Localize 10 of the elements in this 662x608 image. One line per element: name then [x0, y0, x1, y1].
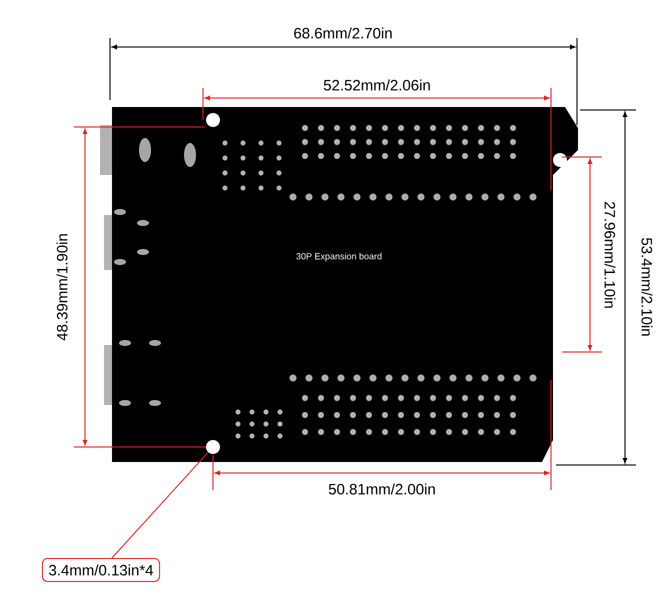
dimension-label: 52.52mm/2.06in: [324, 80, 430, 90]
dimension-label: 53.4mm/2.10in: [642, 238, 652, 336]
dimension-label: 27.96mm/1.10in: [604, 202, 616, 308]
dimension-label: 68.6mm/2.70in: [294, 28, 392, 38]
dimension-label: 50.81mm/2.00in: [328, 483, 435, 494]
mounting-hole: [206, 440, 220, 454]
dimension-label: 30P Expansion board: [296, 252, 382, 262]
dimension-label: 48.39mm/1.90in: [56, 234, 68, 340]
leader-line: [111, 452, 209, 558]
callout-box: 3.4mm/0.13in*4: [42, 558, 160, 582]
